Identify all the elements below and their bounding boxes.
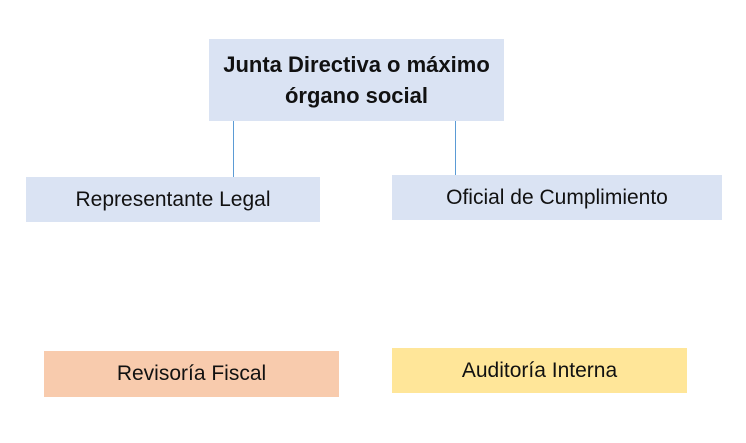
internal-audit-label: Auditoría Interna xyxy=(461,358,618,382)
legal-representative-label: Representante Legal xyxy=(75,187,271,211)
compliance-officer-node: Oficial de Cumplimiento xyxy=(392,175,722,220)
board-node-label: Junta Directiva o máximo órgano social xyxy=(223,52,490,108)
internal-audit-node: Auditoría Interna xyxy=(392,348,687,393)
fiscal-review-label: Revisoría Fiscal xyxy=(116,362,267,385)
connector-board-to-legal-rep xyxy=(233,121,234,177)
fiscal-review-node: Revisoría Fiscal xyxy=(44,351,339,397)
connector-board-to-compliance xyxy=(455,121,456,175)
compliance-officer-label: Oficial de Cumplimiento xyxy=(446,185,668,209)
board-node: Junta Directiva o máximo órgano social xyxy=(209,39,504,121)
legal-representative-node: Representante Legal xyxy=(26,177,320,222)
